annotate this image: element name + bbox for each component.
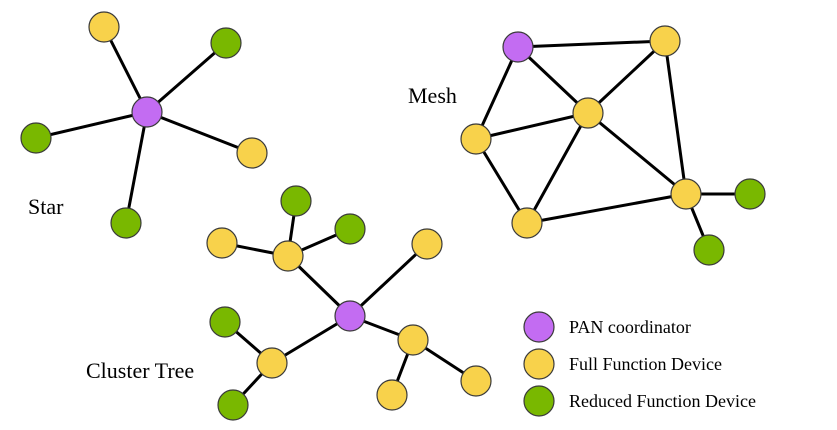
cluster-tree-node-ffd-c1 (272, 240, 304, 272)
mesh-node-ffd-m4 (511, 207, 543, 239)
legend-swatch-rfd (523, 385, 555, 417)
star-node-rfd-s5 (110, 207, 142, 239)
star-edge-s0-s1 (102, 25, 149, 114)
mesh-edge-m0-m3 (474, 45, 520, 141)
star-edge-s0-s4 (145, 110, 254, 155)
nodes-layer (20, 11, 766, 421)
star-node-rfd-s3 (20, 122, 52, 154)
legend-swatch-ffd (523, 348, 555, 380)
cluster-tree-node-rfd-c7 (209, 306, 241, 338)
cluster-tree-node-pan-c0 (334, 300, 366, 332)
edges-layer (34, 25, 752, 407)
star-edge-s0-s5 (124, 110, 149, 225)
mesh-edge-m4-m5 (525, 192, 688, 225)
mesh-edge-m0-m2 (516, 45, 590, 115)
mesh-edge-m2-m5 (586, 111, 688, 196)
star-label: Star (28, 194, 64, 219)
legend-label-rfd: Reduced Function Device (569, 391, 756, 411)
cluster-tree-node-rfd-c4 (334, 213, 366, 245)
cluster-tree-node-rfd-c8 (217, 389, 249, 421)
mesh-edge-m1-m5 (663, 39, 688, 196)
mesh-label: Mesh (408, 83, 457, 108)
legend-label-pan: PAN coordinator (569, 317, 691, 337)
mesh-edge-m2-m3 (474, 111, 590, 141)
mesh-node-ffd-m2 (572, 97, 604, 129)
mesh-edge-m0-m1 (516, 39, 667, 49)
mesh-edge-m1-m2 (586, 39, 667, 115)
star-node-ffd-s4 (236, 137, 268, 169)
cluster-tree-node-ffd-c5 (256, 347, 288, 379)
cluster-tree-node-ffd-c2 (411, 228, 443, 260)
mesh-node-rfd-m6 (734, 178, 766, 210)
star-node-rfd-s2 (210, 27, 242, 59)
cluster-tree-node-rfd-c3 (280, 185, 312, 217)
mesh-node-pan-m0 (502, 31, 534, 63)
mesh-node-ffd-m3 (460, 123, 492, 155)
cluster-tree-node-ffd-c6 (397, 324, 429, 356)
mesh-node-rfd-m7 (693, 234, 725, 266)
star-edge-s0-s3 (34, 110, 149, 140)
cluster-tree-node-ffd-c9 (460, 365, 492, 397)
cluster-tree-node-ffd-c12 (206, 227, 238, 259)
cluster-tree-edge-c0-c2 (348, 242, 429, 318)
cluster-tree-node-ffd-c10 (376, 379, 408, 411)
cluster-tree-label: Cluster Tree (86, 358, 194, 383)
mesh-edge-m2-m4 (525, 111, 590, 225)
star-edge-s0-s2 (145, 41, 228, 114)
legend-label-ffd: Full Function Device (569, 354, 722, 374)
star-node-pan-s0 (131, 96, 163, 128)
mesh-node-ffd-m5 (670, 178, 702, 210)
legend-swatch-pan (523, 311, 555, 343)
mesh-edge-m3-m4 (474, 137, 529, 225)
mesh-node-ffd-m1 (649, 25, 681, 57)
star-node-ffd-s1 (88, 11, 120, 43)
